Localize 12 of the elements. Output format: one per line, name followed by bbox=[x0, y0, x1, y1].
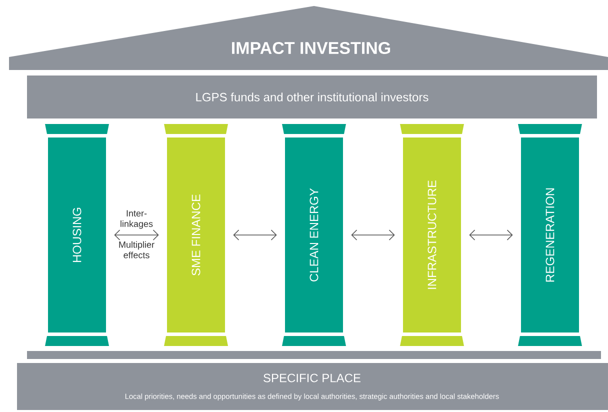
beam-box: LGPS funds and other institutional investors bbox=[27, 76, 597, 118]
edge-label: Inter-linkages bbox=[120, 210, 153, 229]
arrow bbox=[469, 230, 513, 240]
arrow bbox=[351, 230, 395, 240]
arrow bbox=[233, 230, 277, 240]
column-box: REGENERATION bbox=[518, 124, 582, 346]
edge-note: Multiplier effects bbox=[119, 241, 154, 258]
arrow bbox=[114, 230, 159, 240]
column-box: CLEAN ENERGY bbox=[282, 124, 346, 346]
column-box: INFRASTRUCTURE bbox=[400, 124, 464, 346]
column-box: SME FINANCE bbox=[164, 124, 228, 346]
column-box: HOUSING bbox=[45, 124, 109, 346]
